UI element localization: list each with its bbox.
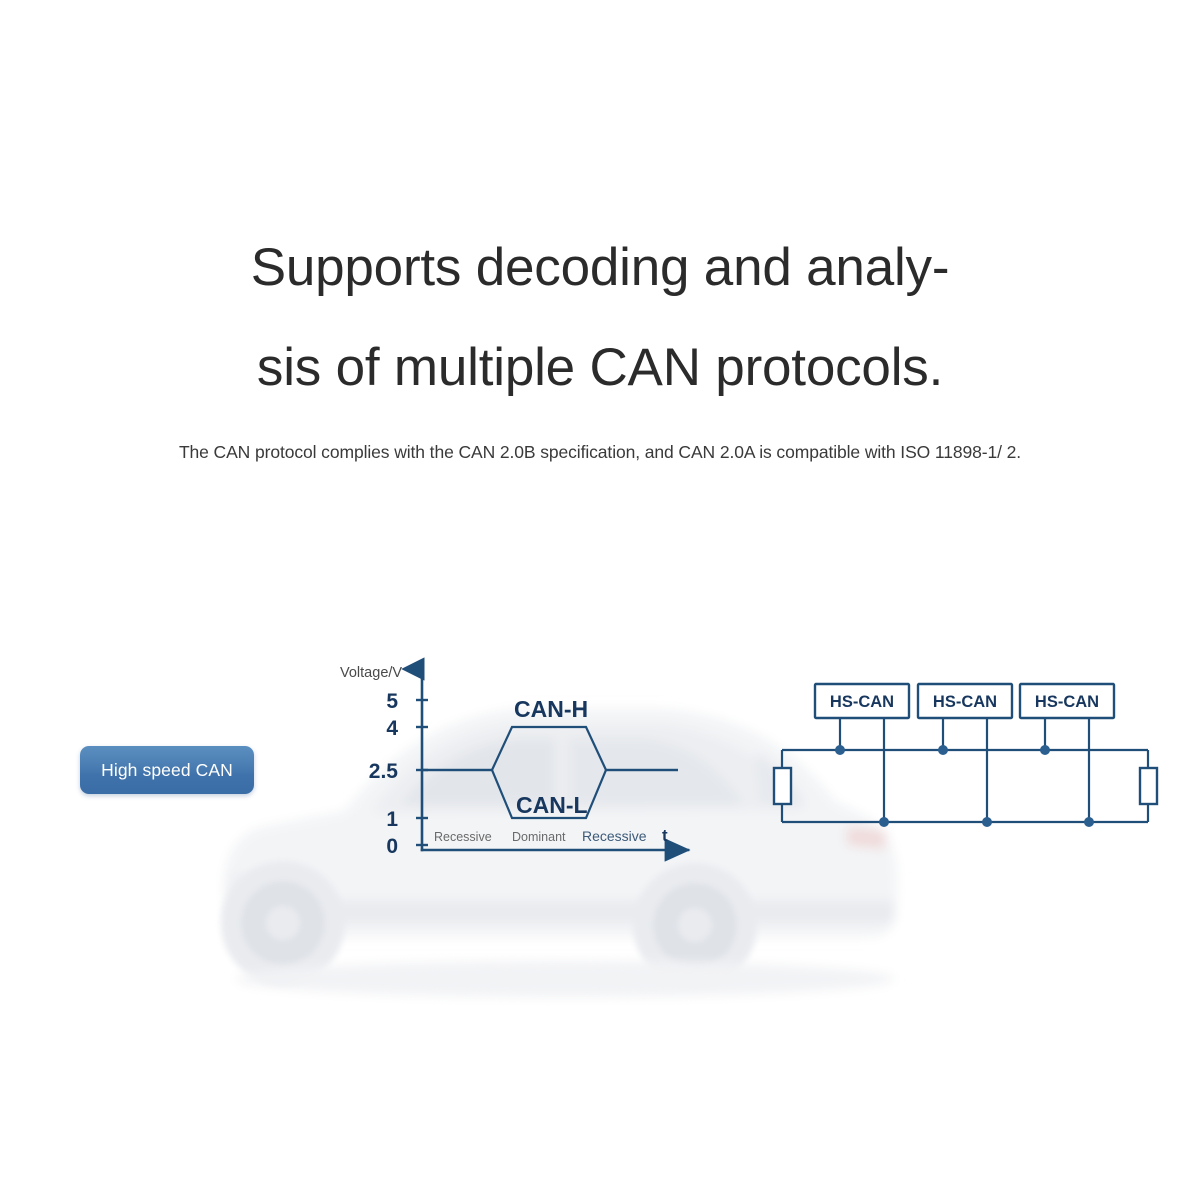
y-axis-caption: Voltage/V (340, 665, 402, 681)
can-h-label: CAN-H (514, 696, 588, 722)
y-tick-label-5: 5 (386, 690, 398, 713)
node-hs-can-3: HS-CAN (1018, 682, 1116, 720)
node-hs-can-1: HS-CAN (813, 682, 911, 720)
can-bus-topology-diagram: HS-CAN HS-CAN HS-CAN (772, 682, 1159, 827)
state-label-recessive-2: Recessive (582, 828, 647, 844)
can-l-trace (422, 768, 678, 820)
y-tick-label-1: 1 (386, 808, 398, 831)
node-hs-can-2-label: HS-CAN (933, 693, 997, 711)
y-tick-label-2-5: 2.5 (369, 760, 399, 783)
bus-junction-dots (835, 745, 1094, 827)
high-speed-can-button[interactable]: High speed CAN (80, 746, 254, 794)
node-hs-can-2: HS-CAN (916, 682, 1014, 720)
page-title: Supports decoding and analy- sis of mult… (0, 218, 1200, 418)
high-speed-can-button-label: High speed CAN (101, 759, 233, 780)
can-bus-figure: High speed CAN Voltage/V 5 4 2.5 1 (0, 560, 1200, 1030)
can-l-label: CAN-L (516, 792, 588, 818)
node-hs-can-3-label: HS-CAN (1035, 693, 1099, 711)
page-subtitle: The CAN protocol complies with the CAN 2… (178, 442, 1022, 462)
page-title-line-2: sis of multiple CAN protocols. (256, 338, 944, 397)
right-terminating-resistor (1138, 766, 1159, 806)
can-h-trace (422, 725, 678, 772)
state-label-recessive-1: Recessive (434, 830, 492, 844)
node-hs-can-1-label: HS-CAN (830, 693, 894, 711)
node-drop-wires (838, 718, 1091, 822)
state-label-dominant: Dominant (512, 830, 566, 844)
x-axis-label: t (662, 826, 668, 845)
y-tick-label-0: 0 (386, 835, 398, 858)
page-title-line-1: Supports decoding and analy- (250, 238, 950, 297)
left-terminating-resistor (772, 766, 793, 806)
y-tick-label-4: 4 (386, 717, 398, 740)
can-voltage-waveform-chart: Voltage/V 5 4 2.5 1 0 CAN-H CAN-L Recess… (340, 657, 691, 862)
